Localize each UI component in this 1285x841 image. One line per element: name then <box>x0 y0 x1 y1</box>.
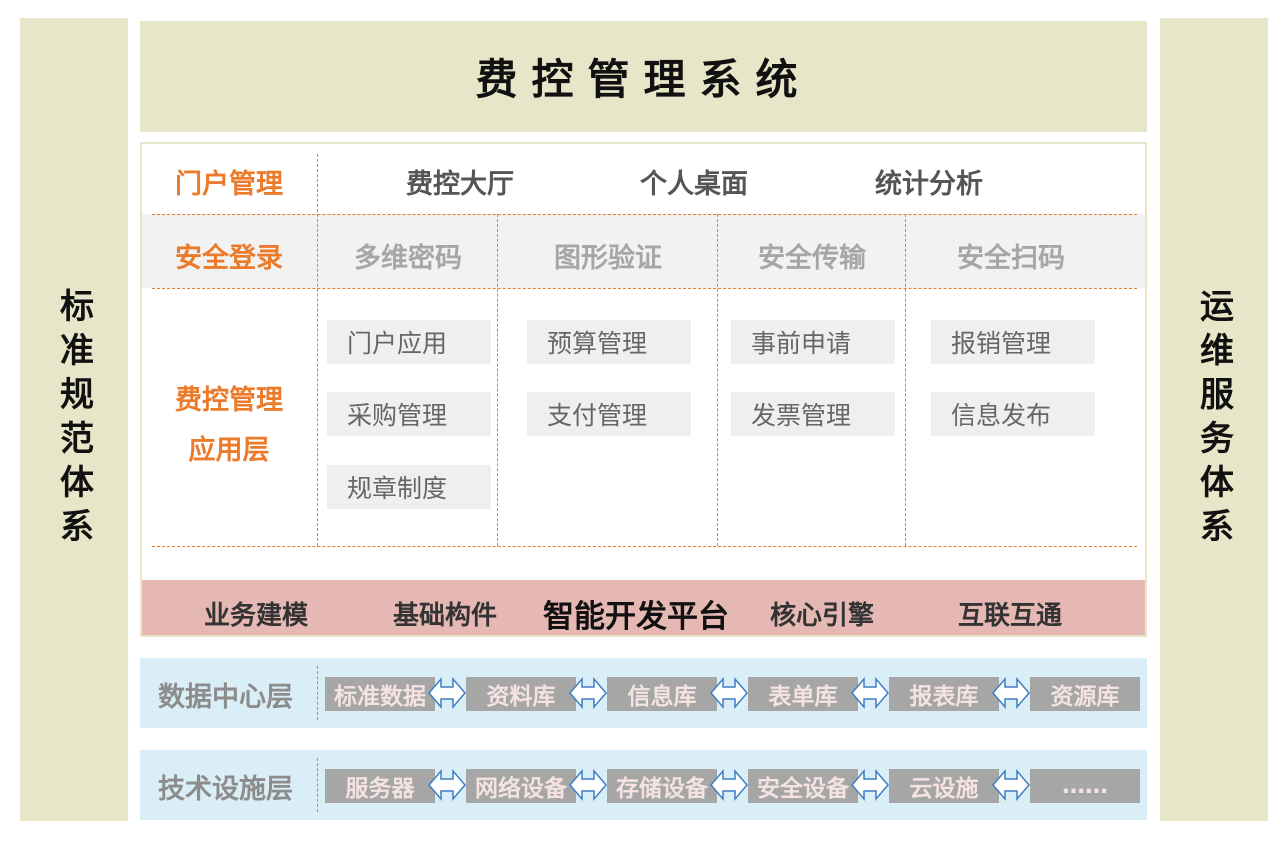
divider-column-1 <box>497 214 498 546</box>
data-center-chip: 表单库 <box>748 677 858 711</box>
infrastructure-layer: 技术设施层 服务器网络设备存储设备安全设备云设施 …… <box>140 750 1147 820</box>
divider-portal-login <box>152 214 1137 215</box>
title-band: 费控管理系统 <box>140 21 1147 132</box>
infrastructure-label: 技术设施层 <box>158 774 293 805</box>
infrastructure-chip: 服务器 <box>325 769 435 803</box>
data-center-label: 数据中心层 <box>158 682 293 713</box>
app-layer-label-line1: 费控管理 <box>175 385 283 416</box>
ops-service-label: 运维服务体系 <box>1193 287 1234 552</box>
double-arrow-icon <box>992 768 1030 802</box>
double-arrow-icon <box>992 676 1030 710</box>
data-center-chip: 资源库 <box>1030 677 1140 711</box>
app-box-portal-app: 门户应用 <box>327 320 491 364</box>
double-arrow-icon <box>851 676 889 710</box>
infrastructure-chip: 安全设备 <box>748 769 858 803</box>
divider-column-3 <box>905 214 906 546</box>
data-center-chip: 标准数据 <box>325 677 435 711</box>
divider-label-column <box>317 154 318 546</box>
app-box-budget: 预算管理 <box>527 320 691 364</box>
data-center-layer: 数据中心层 标准数据资料库信息库表单库报表库资源库 <box>140 658 1147 728</box>
infrastructure-divider <box>317 758 318 812</box>
double-arrow-icon <box>710 768 748 802</box>
infrastructure-chip: 云设施 <box>889 769 999 803</box>
portal-item-analysis: 统计分析 <box>875 169 983 200</box>
login-label: 安全登录 <box>175 243 283 274</box>
app-box-pre-request: 事前申请 <box>731 320 895 364</box>
double-arrow-icon <box>428 768 466 802</box>
standards-system-band: 标准规范体系 <box>20 18 128 821</box>
infrastructure-chip: 存储设备 <box>607 769 717 803</box>
double-arrow-icon <box>851 768 889 802</box>
double-arrow-icon <box>569 768 607 802</box>
login-item-multi-password: 多维密码 <box>354 243 462 274</box>
app-box-invoice: 发票管理 <box>731 392 895 436</box>
login-row <box>142 214 1145 288</box>
data-center-chip: 资料库 <box>466 677 576 711</box>
divider-login-app <box>152 288 1137 289</box>
main-block: 门户管理 费控大厅 个人桌面 统计分析 安全登录 多维密码 图形验证 安全传输 … <box>140 142 1147 637</box>
data-center-chip: 报表库 <box>889 677 999 711</box>
double-arrow-icon <box>569 676 607 710</box>
login-item-graphic-verify: 图形验证 <box>554 243 662 274</box>
login-item-secure-scan: 安全扫码 <box>957 243 1065 274</box>
standards-system-label: 标准规范体系 <box>53 287 94 552</box>
double-arrow-icon <box>428 676 466 710</box>
divider-column-2 <box>717 214 718 546</box>
app-box-regulations: 规章制度 <box>327 465 491 509</box>
divider-app-bottom <box>152 546 1137 547</box>
ops-service-band: 运维服务体系 <box>1160 18 1268 821</box>
platform-title: 智能开发平台 <box>543 599 729 635</box>
diagram-title: 费控管理系统 <box>475 55 812 104</box>
data-center-divider <box>317 666 318 720</box>
double-arrow-icon <box>710 676 748 710</box>
infrastructure-chip: 网络设备 <box>466 769 576 803</box>
dev-platform-band: 业务建模 基础构件 智能开发平台 核心引擎 互联互通 <box>142 580 1145 635</box>
app-box-reimbursement: 报销管理 <box>931 320 1095 364</box>
data-center-chip: 信息库 <box>607 677 717 711</box>
login-item-secure-transfer: 安全传输 <box>758 243 866 274</box>
platform-item-modeling: 业务建模 <box>204 601 309 631</box>
platform-item-components: 基础构件 <box>393 601 498 631</box>
app-box-procurement: 采购管理 <box>327 392 491 436</box>
platform-item-engine: 核心引擎 <box>770 601 875 631</box>
infrastructure-chip: …… <box>1030 769 1140 803</box>
app-layer-label: 费控管理 应用层 <box>142 376 316 476</box>
app-box-payment: 支付管理 <box>527 392 691 436</box>
platform-item-interconnect: 互联互通 <box>958 601 1063 631</box>
app-layer-label-line2: 应用层 <box>188 435 270 466</box>
portal-item-desktop: 个人桌面 <box>640 169 748 200</box>
app-box-info-publish: 信息发布 <box>931 392 1095 436</box>
portal-label: 门户管理 <box>175 169 283 200</box>
portal-item-hall: 费控大厅 <box>406 169 514 200</box>
